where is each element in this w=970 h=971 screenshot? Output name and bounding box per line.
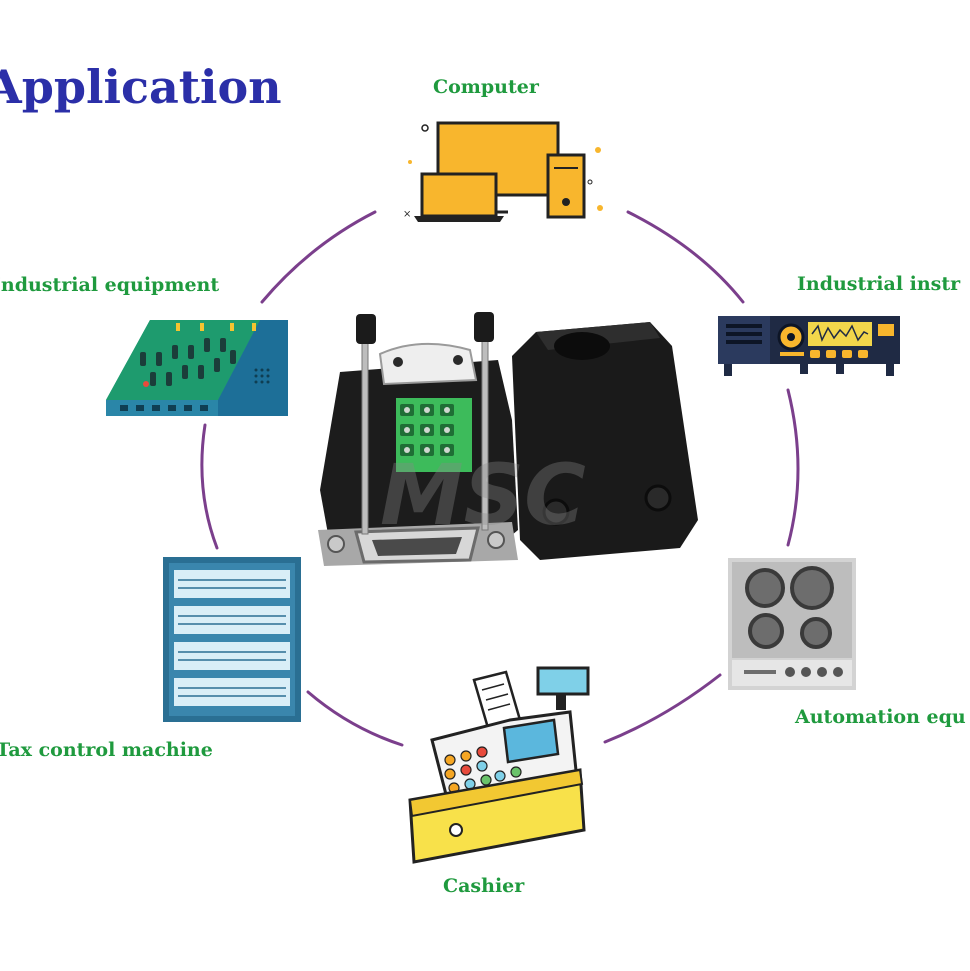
automation-panel-icon: [728, 558, 856, 690]
label-computer: Computer: [433, 76, 539, 98]
instrument-icon: [718, 316, 900, 376]
ring-arc-top-left: [260, 210, 377, 304]
svg-text:×: ×: [403, 209, 411, 220]
ring-arc-top-right: [626, 210, 745, 304]
computer-icon: ×: [403, 121, 603, 222]
tax-machine-icon: [163, 557, 301, 722]
label-automation-equipment: Automation equ: [795, 706, 966, 728]
label-tax-control-machine: Tax control machine: [0, 739, 213, 761]
connection-ring: [200, 210, 800, 747]
page-title: Application: [0, 60, 282, 114]
circuit-board-icon: [106, 320, 288, 416]
label-industrial-equipment: Industrial equipment: [0, 274, 220, 296]
ring-arc-right: [786, 388, 800, 547]
label-cashier: Cashier: [443, 875, 525, 897]
connector-product-image: MSC: [318, 312, 698, 566]
cash-register-icon: [408, 666, 590, 864]
label-industrial-instrument: Industrial instr: [797, 273, 961, 295]
watermark-text: MSC: [380, 446, 586, 544]
ring-arc-bottom-left: [306, 690, 404, 747]
ring-arc-bottom-right: [603, 673, 722, 744]
ring-arc-left: [200, 423, 219, 550]
